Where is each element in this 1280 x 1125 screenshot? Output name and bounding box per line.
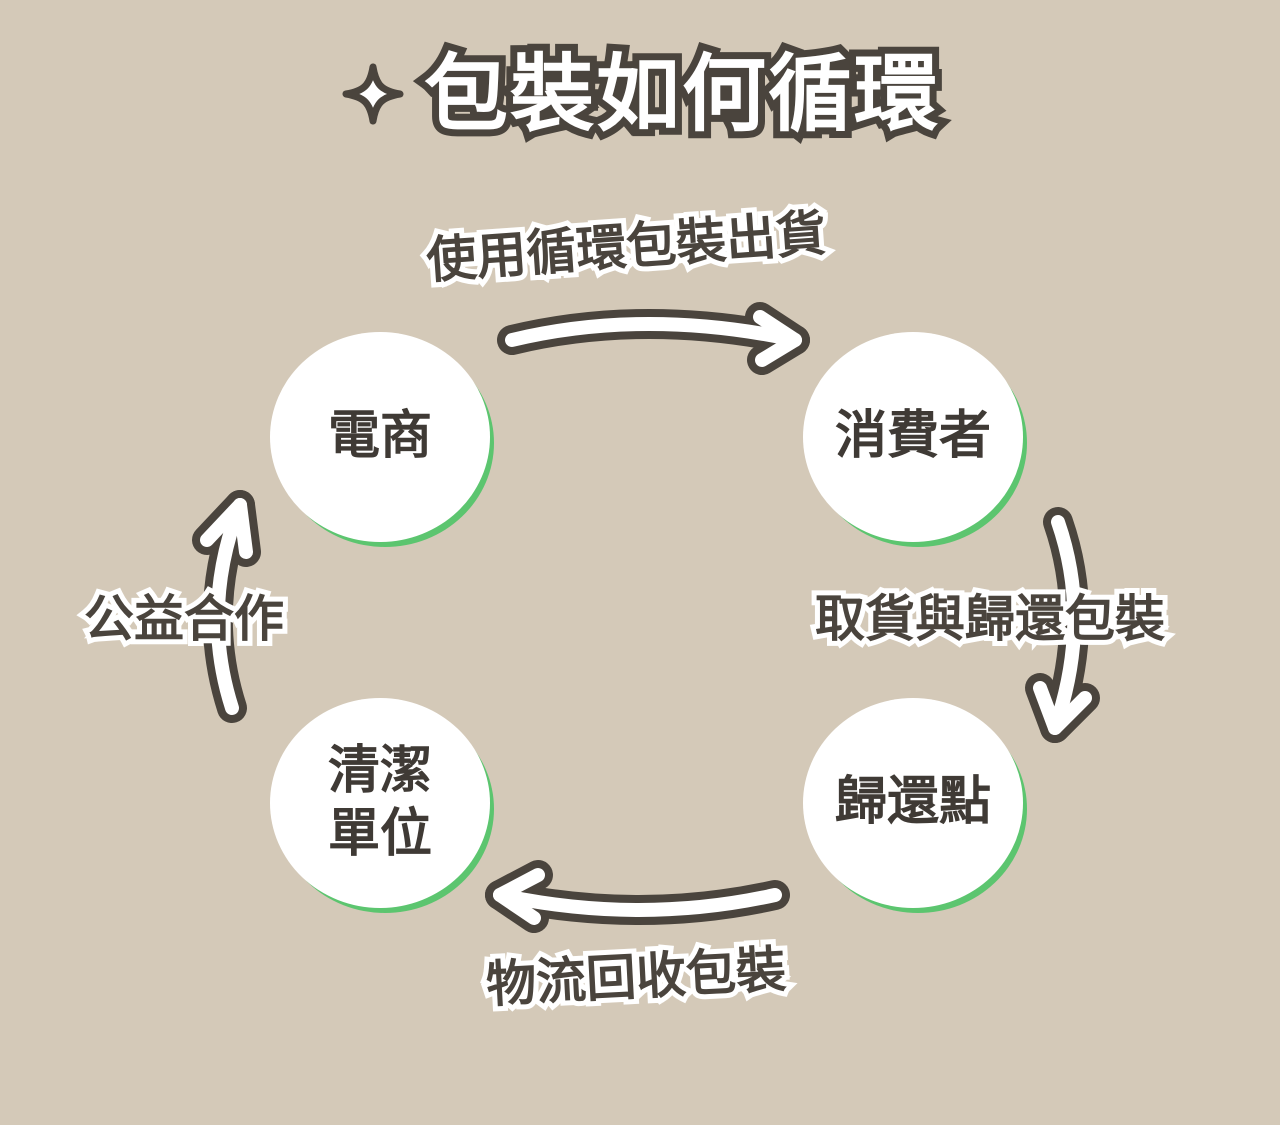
title-bar: 包裝如何循環 xyxy=(0,45,1280,143)
sparkle-icon xyxy=(342,63,404,125)
label-logistics: 物流回收包裝 xyxy=(480,935,793,1019)
arrow-pickup-return xyxy=(1025,507,1100,743)
arrow-logistics xyxy=(485,860,790,933)
arrow-charity xyxy=(192,490,261,723)
node-ecommerce: 電商 xyxy=(270,332,490,542)
arrow-ship xyxy=(497,302,810,375)
label-pickup-return: 取貨與歸還包裝 xyxy=(810,589,1170,649)
page-title: 包裝如何循環 xyxy=(417,45,945,143)
node-return-point: 歸還點 xyxy=(803,698,1023,908)
label-charity: 公益合作 xyxy=(79,589,289,649)
node-cleaning-unit: 清潔 單位 xyxy=(270,698,490,908)
node-consumer: 消費者 xyxy=(803,332,1023,542)
